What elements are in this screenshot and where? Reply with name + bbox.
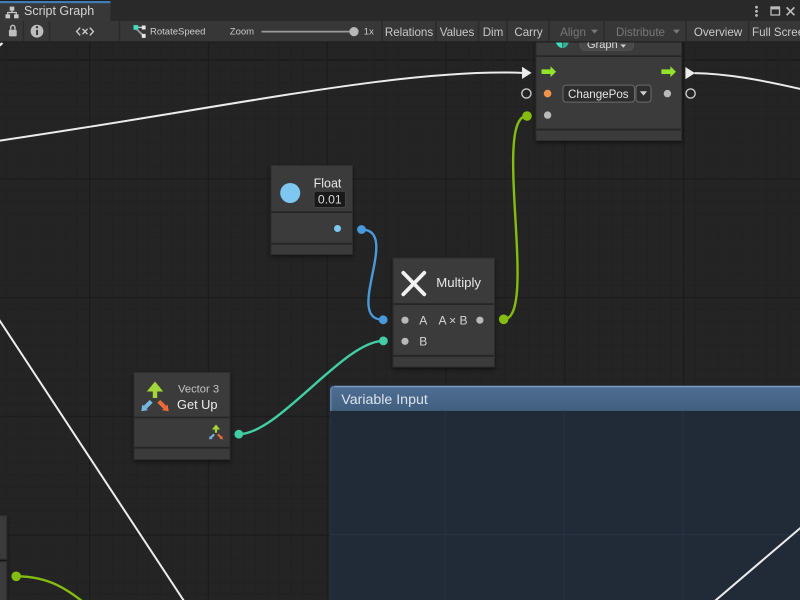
svg-text:Align: Align [560,26,586,39]
svg-text:Get Up: Get Up [177,397,218,412]
svg-text:Script Graph: Script Graph [24,4,94,18]
svg-text:0.01: 0.01 [318,193,342,207]
svg-text:Float: Float [314,176,342,190]
svg-text:Relations: Relations [385,26,434,39]
svg-text:Values: Values [440,26,475,39]
svg-text:Dim: Dim [483,26,504,39]
svg-text:RotateSpeed: RotateSpeed [150,26,205,37]
svg-text:Variable Input: Variable Input [341,392,428,408]
svg-text:A: A [419,314,427,328]
svg-text:Overview: Overview [694,26,743,39]
svg-text:Carry: Carry [514,26,543,39]
svg-text:1x: 1x [364,26,374,37]
svg-text:A × B: A × B [438,314,467,328]
svg-text:Zoom: Zoom [230,26,254,37]
svg-text:Distribute: Distribute [616,26,665,39]
svg-text:ChangePos: ChangePos [568,88,629,101]
svg-text:B: B [419,335,427,349]
svg-text:Multiply: Multiply [436,275,481,290]
svg-text:Vector 3: Vector 3 [178,383,219,395]
svg-text:Full Screen: Full Screen [752,26,800,39]
